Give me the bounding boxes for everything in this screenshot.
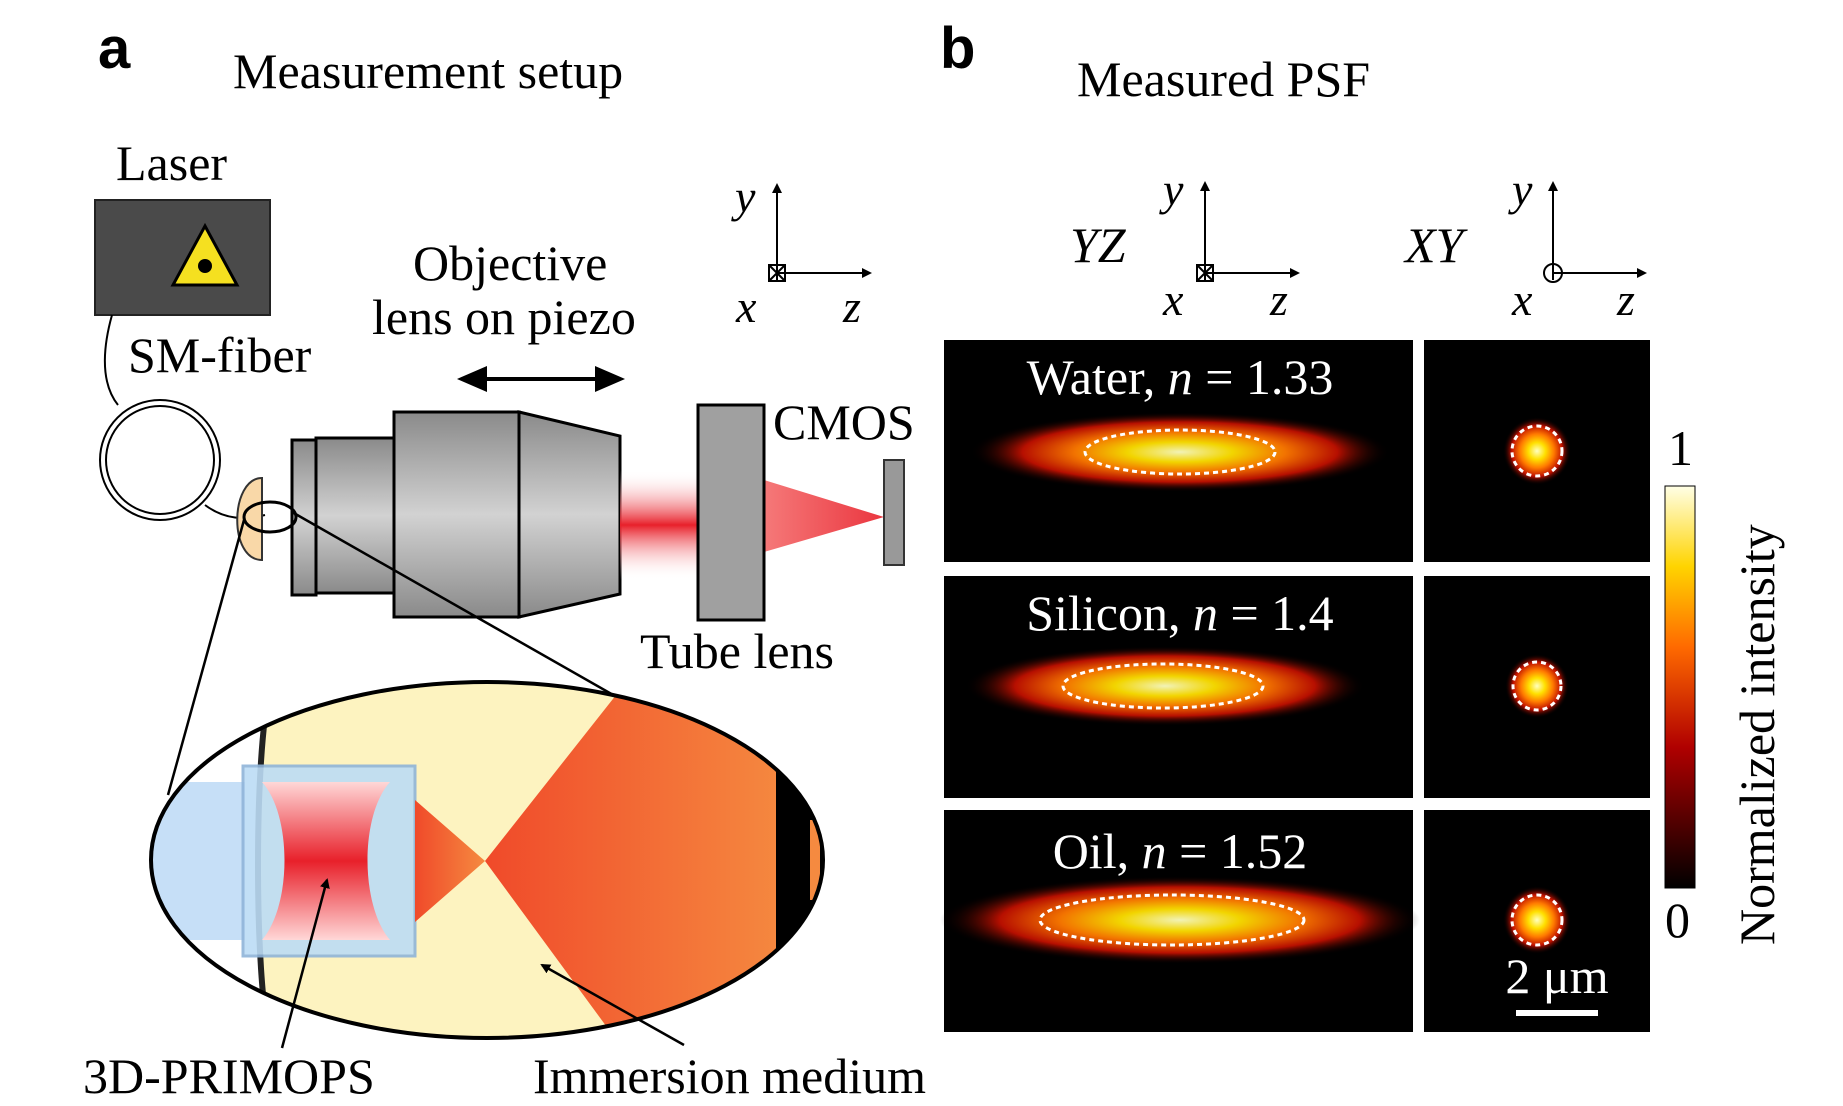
panel-b-letter: b <box>940 16 975 81</box>
beam-collimated <box>620 470 698 580</box>
axis-yz-z: z <box>1269 274 1288 325</box>
axis-yz-y: y <box>1159 164 1184 215</box>
axis-xy-x: x <box>1511 274 1533 325</box>
tube-lens <box>696 403 766 622</box>
row-label-water: Water, n = 1.33 <box>1027 349 1334 405</box>
primops-label: 3D-PRIMOPS <box>83 1048 375 1101</box>
objective-label-1: Objective <box>413 235 607 291</box>
objective-label-2: lens on piezo <box>372 289 636 345</box>
psf-row-oil: Oil, n = 1.52 2 μm <box>940 810 1650 1032</box>
laser-warning-icon <box>170 222 240 287</box>
laser-box <box>94 199 271 316</box>
row-label-oil: Oil, n = 1.52 <box>1053 823 1308 879</box>
psf-row-water: Water, n = 1.33 <box>944 340 1650 562</box>
axes-a <box>768 183 872 282</box>
fiber-coil <box>99 314 266 521</box>
cmos-label: CMOS <box>773 394 915 450</box>
immersion-label: Immersion medium <box>533 1048 926 1101</box>
panel-a-letter: a <box>98 16 131 81</box>
plane-label-xy: XY <box>1403 217 1469 273</box>
scale-bar <box>1516 1010 1598 1016</box>
tube-lens-label: Tube lens <box>640 623 834 679</box>
panel-b-title: Measured PSF <box>1077 51 1370 107</box>
axis-a-y: y <box>731 171 756 222</box>
psf-row-silicon: Silicon, n = 1.4 <box>944 576 1650 798</box>
panel-a-title: Measurement setup <box>233 43 623 99</box>
zoom-marker <box>242 500 298 534</box>
axis-xy-y: y <box>1508 164 1533 215</box>
zoom-inset <box>151 682 823 1038</box>
primops-arrow <box>280 878 330 1049</box>
colorbar-min: 0 <box>1665 892 1690 948</box>
zoom-line-left <box>166 519 246 796</box>
axis-a-z: z <box>842 281 861 332</box>
zoom-ellipse-outline <box>149 680 825 1040</box>
axes-yz <box>1196 181 1300 282</box>
plane-label-yz: YZ <box>1070 217 1127 273</box>
immersion-arrow <box>540 963 685 1047</box>
axis-a-x: x <box>735 281 757 332</box>
colorbar <box>1664 485 1696 889</box>
axis-xy-z: z <box>1616 274 1635 325</box>
row-label-silicon: Silicon, n = 1.4 <box>1026 585 1333 641</box>
axis-yz-x: x <box>1162 274 1184 325</box>
cmos-sensor <box>883 459 905 566</box>
fiber-label: SM-fiber <box>128 327 312 383</box>
colorbar-title: Normalized intensity <box>1729 524 1785 945</box>
laser-label: Laser <box>116 135 227 191</box>
piezo-double-arrow <box>456 365 626 393</box>
scale-bar-label: 2 μm <box>1505 948 1608 1004</box>
axes-xy <box>1543 181 1647 283</box>
colorbar-max: 1 <box>1668 420 1693 476</box>
beam-focus-cone <box>764 480 884 552</box>
